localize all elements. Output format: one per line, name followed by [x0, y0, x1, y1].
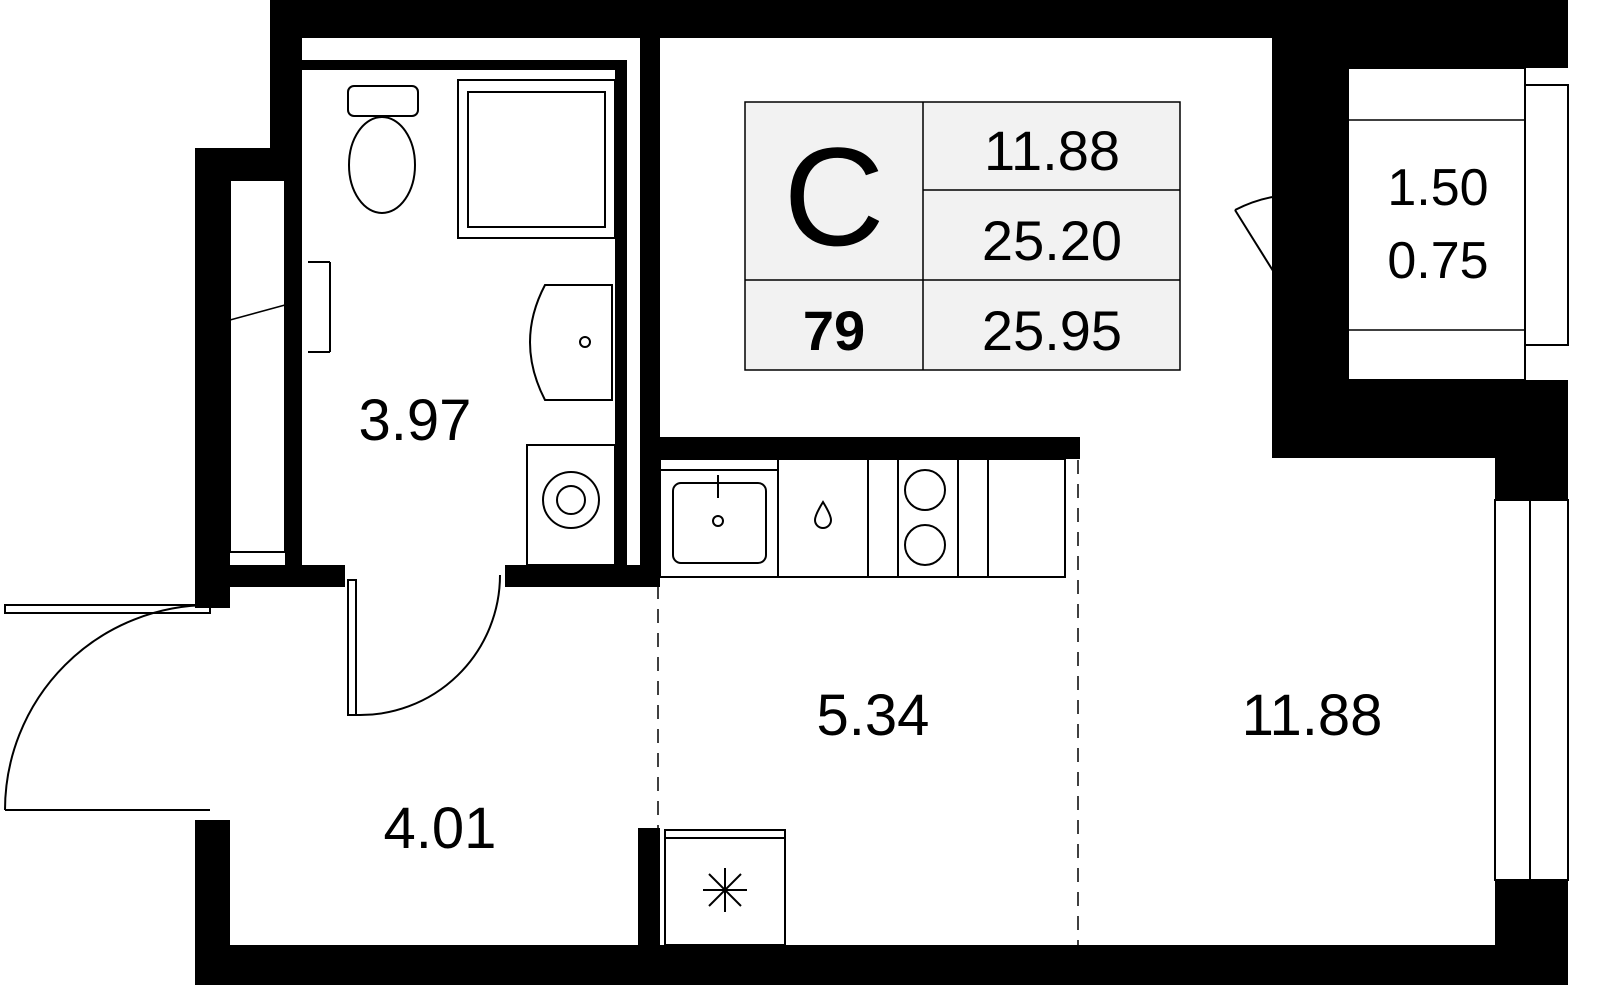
apartment-type: С	[783, 118, 884, 275]
fridge-icon	[664, 829, 786, 946]
shower-tray-icon	[457, 79, 616, 239]
toilet-icon	[347, 85, 419, 214]
bathroom-area: 3.97	[359, 388, 472, 453]
living-room-area: 11.88	[1242, 683, 1383, 748]
living-area: 11.88	[984, 119, 1120, 182]
balcony	[1309, 67, 1569, 381]
total-area: 25.95	[982, 299, 1122, 362]
bathroom-door[interactable]	[347, 574, 501, 717]
balcony-door[interactable]	[1234, 193, 1311, 331]
balcony-reduced-area: 0.75	[1387, 232, 1488, 290]
balcony-area: 1.50	[1387, 159, 1488, 217]
stove-icon	[904, 469, 946, 566]
kitchen-sink-icon	[672, 475, 767, 564]
entrance-door[interactable]	[4, 604, 211, 811]
kitchen-counter	[659, 458, 1066, 578]
wardrobe	[229, 179, 286, 553]
hallway-area: 4.01	[384, 796, 497, 861]
info-table: С 11.88 25.20 79 25.95	[744, 101, 1181, 371]
kitchen-area: 5.34	[817, 683, 930, 748]
area-without-balcony: 25.20	[982, 209, 1122, 272]
window	[1494, 499, 1569, 881]
water-drop-icon	[813, 500, 833, 529]
apartment-number: 79	[803, 299, 865, 362]
sink-icon	[529, 284, 613, 401]
washing-machine-icon	[526, 444, 616, 566]
towel-rail-icon	[308, 261, 331, 353]
